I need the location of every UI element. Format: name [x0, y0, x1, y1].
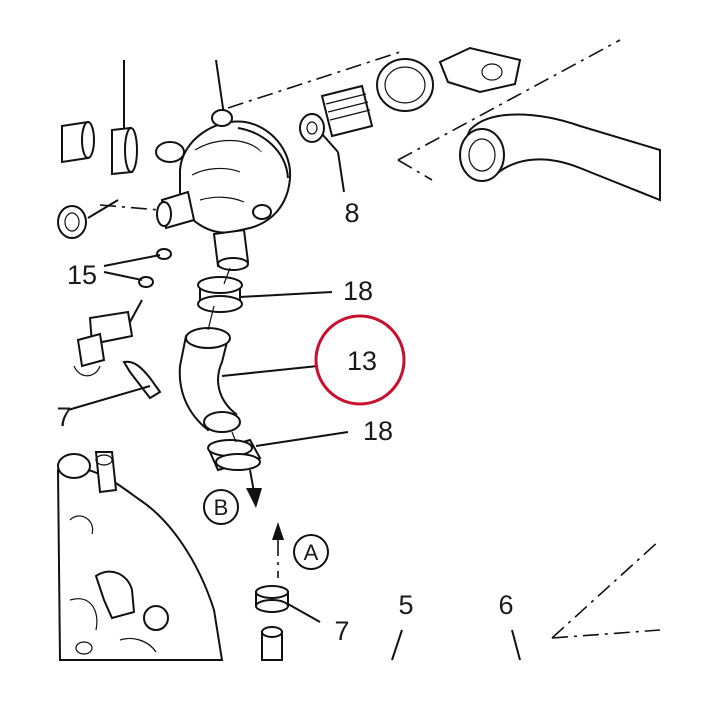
arrow-a: [272, 522, 284, 578]
thermostat-housing: [155, 109, 292, 271]
assembly-axis: [207, 267, 237, 443]
view-marker-b: B: [203, 489, 239, 525]
callout-15: 15: [67, 260, 97, 290]
callout-7-left: 7: [56, 402, 71, 432]
callout-13: 13: [347, 346, 377, 376]
highlight-circle: [314, 314, 406, 406]
callout-6: 6: [498, 590, 513, 620]
clamp-part-18-bottom: [207, 431, 349, 472]
view-marker-a: A: [293, 534, 329, 570]
view-marker-b-label: B: [214, 495, 229, 520]
arrow-b: [246, 469, 262, 508]
left-rings: [57, 120, 138, 239]
clamp-part-18-top: [197, 276, 333, 313]
engine-block: [56, 451, 224, 661]
callout-18-top: 18: [343, 276, 373, 306]
callout-5: 5: [398, 590, 413, 620]
temperature-sensor: [73, 299, 162, 400]
callout-8: 8: [344, 198, 359, 228]
leader-7-left: [67, 385, 151, 411]
callout-7-bottom: 7: [334, 616, 349, 646]
collar-part-7-bottom: [255, 585, 521, 661]
view-marker-a-label: A: [304, 540, 319, 565]
coolant-pipe-right: [459, 113, 661, 202]
thermostat-part-8: [299, 46, 522, 193]
hose-part-13: [178, 327, 319, 433]
top-leader-lines: [87, 59, 225, 219]
callout-18-bottom: 18: [363, 416, 393, 446]
washers-part-15: [103, 248, 172, 288]
